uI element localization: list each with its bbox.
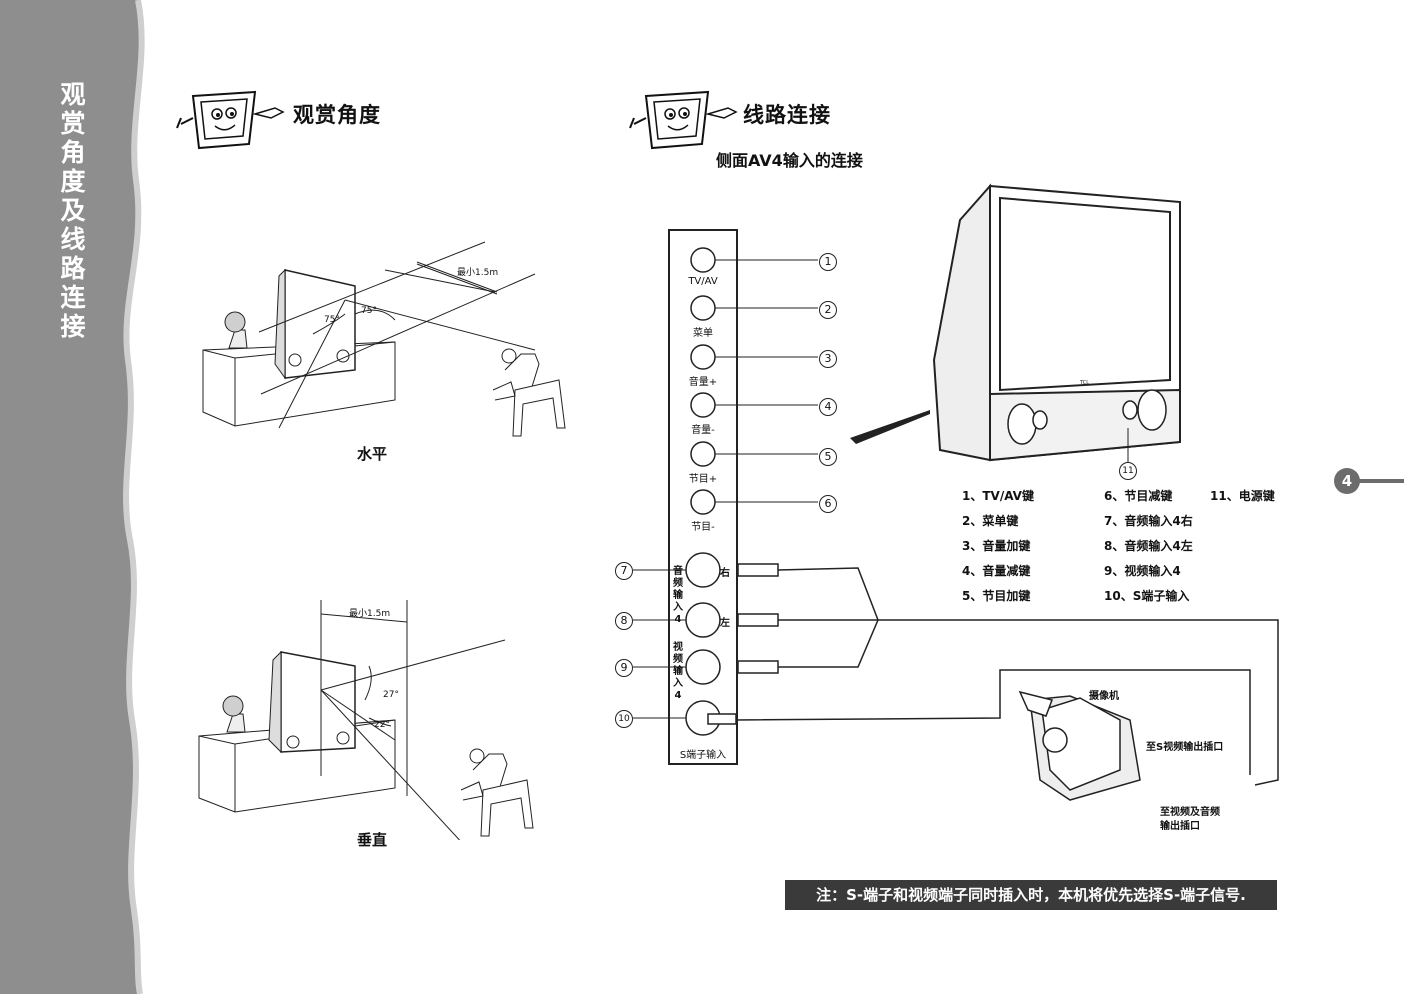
- svideo-input-label: S端子输入: [679, 750, 727, 761]
- legend-item: 4、音量减键: [962, 564, 1031, 578]
- callout-7: 7: [615, 562, 633, 580]
- tv-brand-logo: TCL: [1079, 380, 1089, 386]
- viewing-angle-title: 观赏角度: [293, 103, 381, 127]
- callout-4: 4: [819, 398, 837, 416]
- connection-subtitle: 侧面AV4输入的连接: [716, 151, 863, 170]
- video-input-label: 视频输入4: [673, 642, 683, 701]
- legend-item: 11、电源键: [1210, 489, 1275, 503]
- callout-3: 3: [819, 350, 837, 368]
- camcorder-label: 摄像机: [1089, 691, 1119, 702]
- connection-diagram: TCL: [633, 183, 1279, 801]
- av-out-label-2: 输出插口: [1160, 821, 1200, 832]
- legend-item: 1、TV/AV键: [962, 489, 1034, 503]
- jack-left-label: 左: [720, 618, 730, 629]
- horizontal-angle-right-label: 75°: [361, 306, 377, 316]
- page-tab-line: [1340, 479, 1404, 483]
- horizontal-caption: 水平: [357, 445, 388, 463]
- panel-button-label: 节目+: [688, 474, 718, 485]
- vertical-caption: 垂直: [357, 831, 388, 849]
- callout-9: 9: [615, 659, 633, 677]
- panel-button-label: 音量+: [688, 377, 718, 388]
- sidebar-title: 观赏角度及线路连接: [60, 80, 86, 341]
- panel-button-label: 节目-: [691, 522, 715, 533]
- vertical-distance-label: 最小1.5m: [349, 609, 391, 619]
- av-out-label-1: 至视频及音频: [1160, 807, 1220, 818]
- horizontal-distance-label: 最小1.5m: [457, 268, 499, 278]
- sidebar-band: [0, 0, 145, 994]
- panel-button-label: TV/AV: [688, 276, 718, 287]
- mascot-tv-icon: [176, 90, 285, 150]
- legend-item: 5、节目加键: [962, 589, 1031, 603]
- vertical-angle-diagram: [198, 600, 534, 840]
- legend-item: 6、节目减键: [1104, 489, 1173, 503]
- connection-title: 线路连接: [743, 103, 831, 127]
- legend-item: 3、音量加键: [962, 539, 1031, 553]
- callout-5: 5: [819, 448, 837, 466]
- legend-item: 9、视频输入4: [1104, 564, 1181, 578]
- s-out-label: 至S视频输出插口: [1146, 742, 1224, 753]
- horizontal-angle-diagram: [202, 241, 566, 437]
- mascot-tv-icon: [629, 90, 738, 150]
- callout-1: 1: [819, 253, 837, 271]
- callout-11: 11: [1119, 462, 1137, 480]
- vertical-angle-down-label: 22°: [374, 720, 390, 730]
- legend-item: 8、音频输入4左: [1104, 539, 1193, 553]
- callout-6: 6: [819, 495, 837, 513]
- panel-button-label: 菜单: [693, 328, 713, 339]
- priority-note: 注：S-端子和视频端子同时插入时，本机将优先选择S-端子信号.: [785, 880, 1277, 910]
- panel-button-label: 音量-: [691, 425, 715, 436]
- legend-item: 2、菜单键: [962, 514, 1019, 528]
- page-number-badge: 4: [1334, 468, 1360, 494]
- vertical-angle-up-label: 27°: [383, 690, 399, 700]
- callout-2: 2: [819, 301, 837, 319]
- callout-10: 10: [615, 710, 633, 728]
- horizontal-angle-left-label: 75°: [324, 315, 340, 325]
- legend-item: 7、音频输入4右: [1104, 514, 1193, 528]
- legend-item: 10、S端子输入: [1104, 589, 1190, 603]
- jack-right-label: 右: [720, 568, 730, 579]
- callout-8: 8: [615, 612, 633, 630]
- audio-input-label: 音频输入4: [673, 566, 683, 625]
